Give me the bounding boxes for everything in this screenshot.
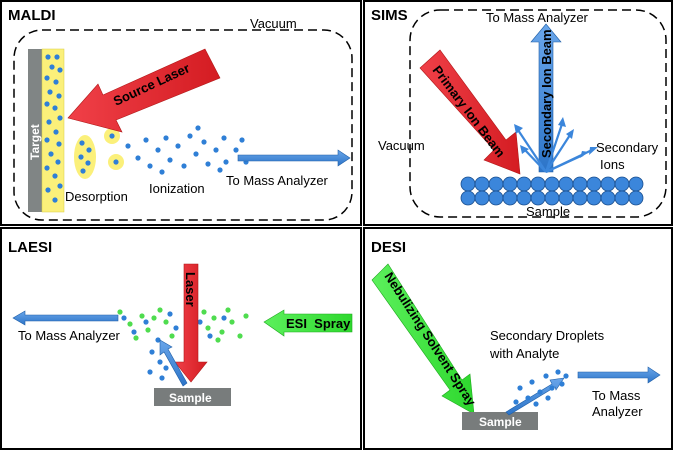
maldi-title: MALDI [8,7,56,24]
maldi-source-laser-arrow [67,48,221,133]
laesi-green-droplets [117,307,249,343]
maldi-ion-dots [125,125,249,175]
maldi-target-label: Target [28,124,42,160]
sims-secondary-ion-arrows [517,123,593,173]
sims-secondary-beam-label: Secondary Ion Beam [539,29,554,158]
laesi-title: LAESI [8,239,52,256]
sims-vacuum-label: Vacuum [378,138,425,153]
sims-title: SIMS [371,7,408,24]
maldi-desorption-cluster [74,135,96,179]
desi-droplets [513,369,569,407]
sims-panel: SIMS Vacuum To Mass Analyzer Sample Prim… [363,0,673,226]
laesi-to-mass-label: To Mass Analyzer [18,328,121,343]
laesi-esi-spray-arrow [263,309,353,337]
desi-to-mass-arrow [577,366,661,384]
maldi-matrix-layer [41,48,65,213]
desi-sample-label: Sample [479,415,522,429]
laesi-laser-label: Laser [183,272,198,307]
sims-secondary-ions-label-1: Secondary [596,140,659,155]
laesi-esi-label: ESI Spray [286,316,351,331]
maldi-target [28,49,42,212]
maldi-vacuum-chamber [13,29,353,221]
sims-sample-label: Sample [526,204,570,219]
laesi-sample [154,388,231,406]
maldi-matrix-dots [44,54,63,203]
desi-panel: DESI Nebulizing Solvent Spray Sample Sec… [363,227,673,450]
laesi-to-mass-arrow [12,310,119,326]
desi-nebulizing-spray-arrow [371,263,475,415]
sims-vacuum-chamber [409,9,667,218]
laesi-laser-arrow [174,263,208,383]
laesi-ablation-arrow [159,339,188,387]
laesi-blue-droplets [121,311,227,381]
laesi-sample-label: Sample [169,391,212,405]
laesi-panel: LAESI Laser ESI Spray To Mass Analyzer [0,227,362,450]
laesi-border [0,227,362,450]
maldi-to-mass-arrow [237,149,351,167]
desi-sample [462,412,538,430]
sims-primary-ion-beam-arrow [419,49,521,175]
sims-sample-spheres [460,176,644,206]
sims-secondary-ion-arrowheads [514,117,598,158]
sims-secondary-ions-label-2: Ions [600,157,625,172]
desi-title: DESI [371,239,406,256]
desi-secondary-label-2: with Analyte [489,346,559,361]
maldi-to-mass-label: To Mass Analyzer [226,173,329,188]
desi-to-mass-label-2: Analyzer [592,404,643,419]
desi-to-mass-label-1: To Mass [592,388,641,403]
maldi-desorption-label: Desorption [65,189,128,204]
maldi-ionization-label: Ionization [149,181,205,196]
maldi-vacuum-label: Vacuum [250,16,297,31]
sims-to-mass-label: To Mass Analyzer [486,10,589,25]
desi-secondary-label-1: Secondary Droplets [490,328,605,343]
maldi-desorption-dots [78,140,92,174]
maldi-panel: MALDI Vacuum Target [0,0,362,226]
